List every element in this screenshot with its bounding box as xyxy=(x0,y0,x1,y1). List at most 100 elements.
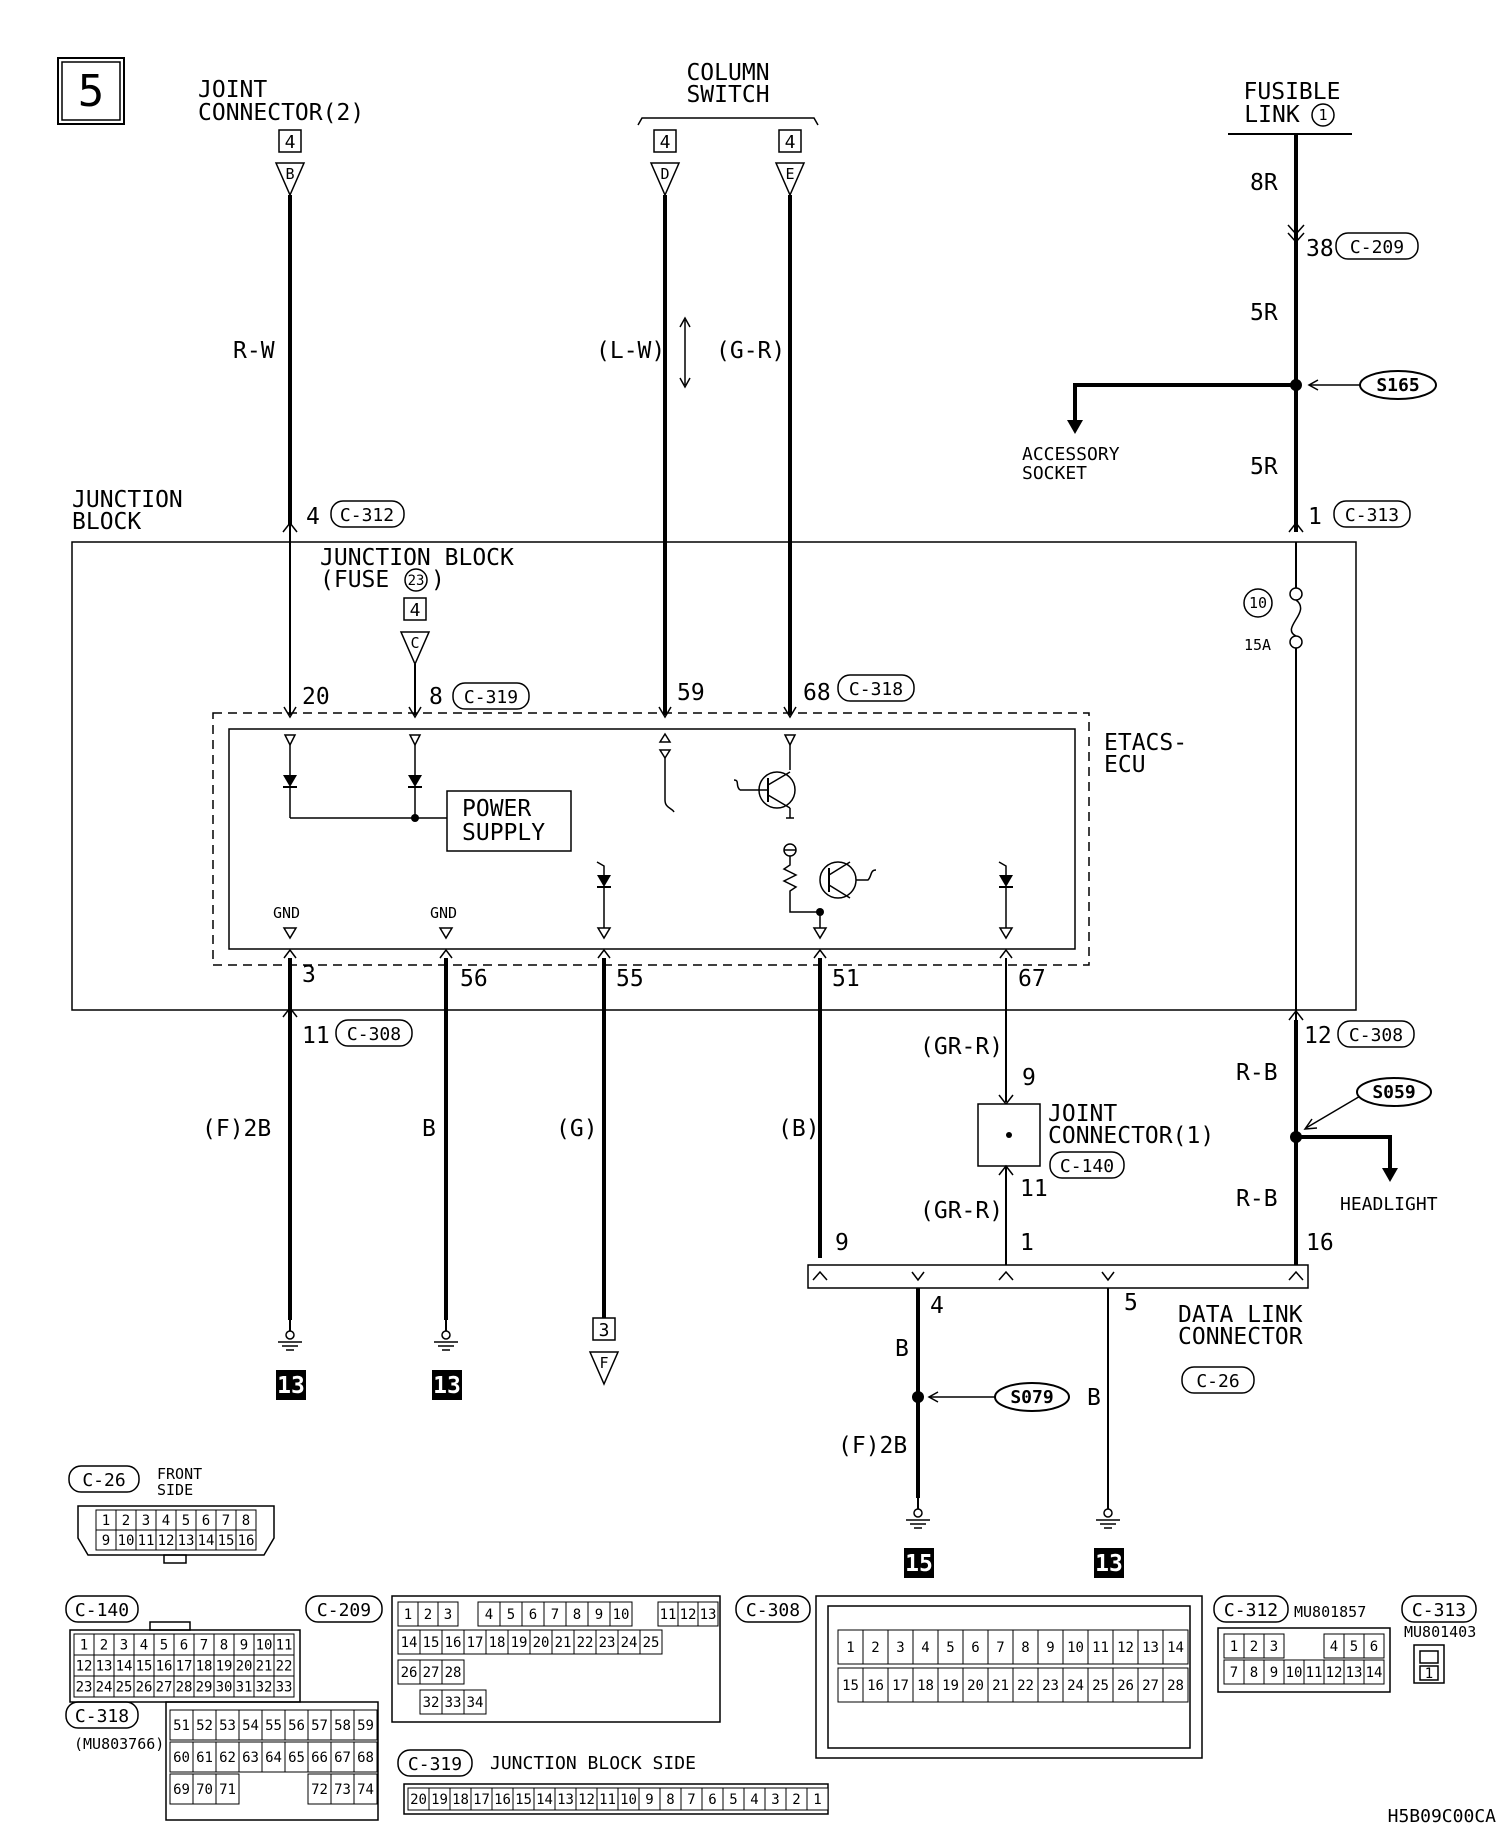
connector-pin: 18 xyxy=(452,1792,469,1808)
connector-pin: 14 xyxy=(198,1533,215,1549)
connector-pin: 10 xyxy=(256,1638,273,1654)
dlc-line1: DATA LINK xyxy=(1178,1302,1303,1328)
fusible-link-line1: FUSIBLE xyxy=(1244,79,1341,105)
connector-pin: 10 xyxy=(620,1792,637,1808)
wire-label-gr: (G-R) xyxy=(716,338,785,364)
connector-pin: 15 xyxy=(423,1635,440,1651)
connector-pin: 58 xyxy=(334,1718,351,1734)
connector-pin: 28 xyxy=(176,1680,193,1696)
connector-pin: 33 xyxy=(445,1695,462,1711)
dlc-pin-4: 4 xyxy=(930,1293,944,1319)
wire-label-rb-1: R-B xyxy=(1236,1060,1278,1086)
connector-pin: 4 xyxy=(750,1792,758,1808)
connector-pin: 65 xyxy=(288,1750,305,1766)
c308-label-a: C-308 xyxy=(347,1024,401,1045)
connector-pin: 8 xyxy=(573,1607,581,1623)
connector-pin: 7 xyxy=(1230,1665,1238,1681)
connector-pin: 10 xyxy=(118,1533,135,1549)
connector-pin: 4 xyxy=(1330,1639,1338,1655)
connector-pin: 13 xyxy=(178,1533,195,1549)
data-link-connector-bar xyxy=(807,1264,1309,1289)
connector-pin: 9 xyxy=(102,1533,110,1549)
accessory-socket-line1: ACCESSORY xyxy=(1022,444,1120,465)
connector-pin: 11 xyxy=(138,1533,155,1549)
connector-pin: 32 xyxy=(423,1695,440,1711)
connector-pin: 18 xyxy=(489,1635,506,1651)
connector-pin: 14 xyxy=(536,1792,553,1808)
jc1-pin-11: 11 xyxy=(1020,1176,1048,1202)
joint-connector-2-line2: CONNECTOR(2) xyxy=(198,100,364,126)
ground-1-badge xyxy=(276,1370,306,1400)
connector-pin: 9 xyxy=(595,1607,603,1623)
fusible-link-number: 1 xyxy=(1318,106,1327,124)
ecu-internals: POWER SUPPLY GND GND xyxy=(273,732,1014,940)
power-supply-line1: POWER xyxy=(462,796,531,822)
column-switch-line1: COLUMN xyxy=(686,60,769,86)
connector-pin: 9 xyxy=(645,1792,653,1808)
connector-pin: 21 xyxy=(992,1678,1009,1694)
connector-pin: 1 xyxy=(813,1792,821,1808)
wire-label-f2b-2: (F)2B xyxy=(838,1433,907,1459)
connector-pin: 60 xyxy=(173,1750,190,1766)
connector-pin: 7 xyxy=(551,1607,559,1623)
c308-pin-12: 12 xyxy=(1304,1023,1332,1049)
c313-label: C-313 xyxy=(1345,505,1399,526)
connector-pin: 30 xyxy=(216,1680,233,1696)
c319-label: C-319 xyxy=(464,687,518,708)
connector-pin: 71 xyxy=(219,1782,236,1798)
c319-pin-8: 8 xyxy=(429,684,443,710)
connector-pin: 27 xyxy=(156,1680,173,1696)
connector-pin: 68 xyxy=(357,1750,374,1766)
ground-2-badge xyxy=(432,1370,462,1400)
connector-pin: 6 xyxy=(529,1607,537,1623)
wire-label-5r-a: 5R xyxy=(1250,300,1278,326)
connector-pin: 2 xyxy=(1250,1639,1258,1655)
joint-connector-2-source: JOINT CONNECTOR(2) 4 B xyxy=(198,77,364,197)
connector-pin: 54 xyxy=(242,1718,259,1734)
connector-pin: 8 xyxy=(242,1513,250,1529)
connector-pin: 26 xyxy=(136,1680,153,1696)
connector-pin: 2 xyxy=(792,1792,800,1808)
wire-label-f2b: (F)2B xyxy=(202,1116,271,1142)
fuse-number: 10 xyxy=(1249,594,1267,612)
column-switch-letter-d: D xyxy=(660,165,669,183)
view-c312-name: C-312 xyxy=(1224,1600,1278,1621)
wire-label-b-dlc5: B xyxy=(1087,1385,1101,1411)
offpage-f-page: 3 xyxy=(599,1320,610,1341)
wire-label-5r-b: 5R xyxy=(1250,454,1278,480)
connector-pin: 67 xyxy=(334,1750,351,1766)
etacs-line1: ETACS- xyxy=(1104,730,1187,756)
connector-pin: 62 xyxy=(219,1750,236,1766)
column-switch-letter-e: E xyxy=(785,165,794,183)
connector-pin: 14 xyxy=(116,1659,133,1675)
connector-pin: 13 xyxy=(96,1659,113,1675)
page-number-box: 5 xyxy=(57,57,125,125)
bidirectional-arrow xyxy=(679,316,691,389)
connector-pin: 4 xyxy=(921,1640,929,1656)
view-c140-name: C-140 xyxy=(75,1600,129,1621)
connector-pin: 12 xyxy=(1117,1640,1134,1656)
c308-pin-11: 11 xyxy=(302,1023,330,1049)
connector-pin: 14 xyxy=(1167,1640,1184,1656)
diagram-code: H5B09C00CA xyxy=(1388,1806,1497,1827)
connector-pin: 6 xyxy=(202,1513,210,1529)
headlight-label: HEADLIGHT xyxy=(1340,1194,1438,1215)
view-c308-name: C-308 xyxy=(746,1600,800,1621)
power-supply-box xyxy=(446,790,572,852)
connector-pin: 24 xyxy=(96,1680,113,1696)
connector-pin: 27 xyxy=(1142,1678,1159,1694)
connector-pin: 18 xyxy=(917,1678,934,1694)
ground-1-label: 13 xyxy=(277,1373,305,1399)
connector-pin: 2 xyxy=(100,1638,108,1654)
ground-4-badge xyxy=(1094,1548,1124,1578)
ecu-pin-3: 3 xyxy=(302,962,316,988)
ground-4-label: 13 xyxy=(1095,1551,1123,1577)
connector-pin: 3 xyxy=(142,1513,150,1529)
dlc-pin-16: 16 xyxy=(1306,1230,1334,1256)
splice-s079-dot xyxy=(912,1391,924,1403)
view-c26-name: C-26 xyxy=(82,1470,125,1491)
